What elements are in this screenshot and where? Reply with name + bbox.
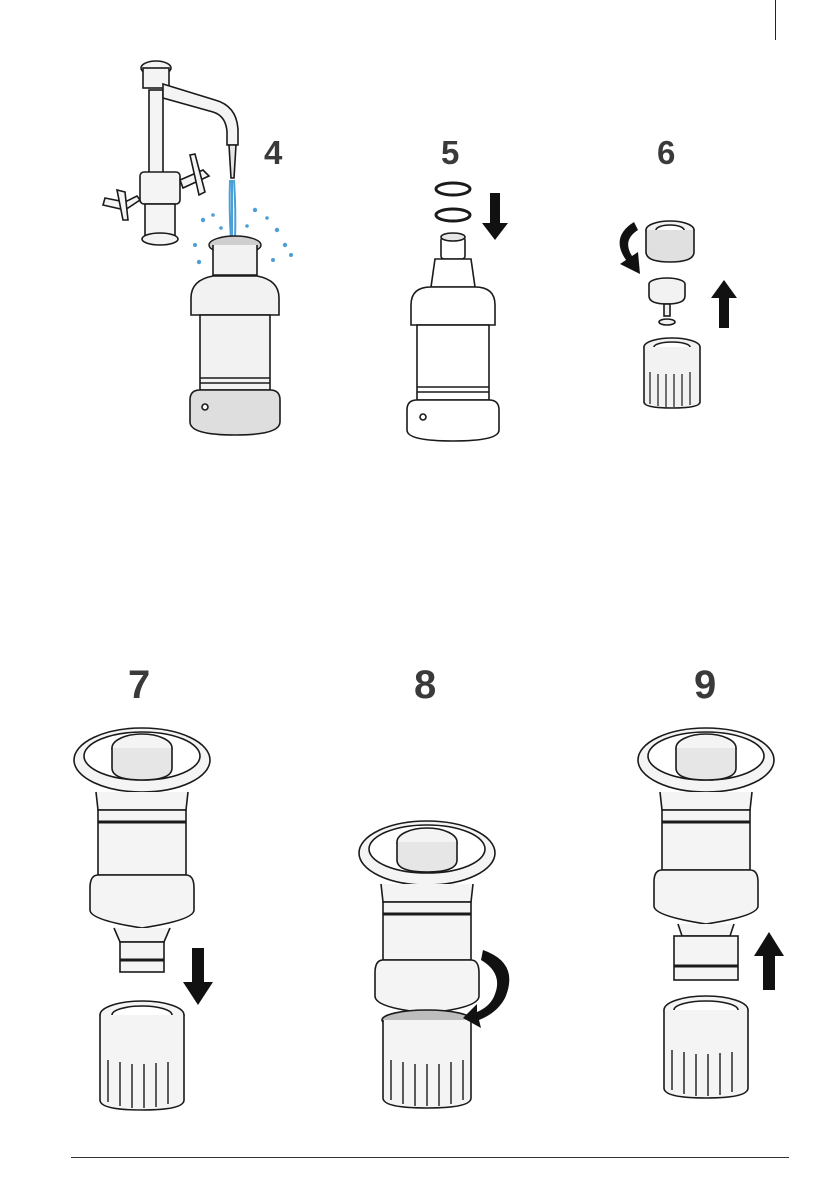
up-arrow-icon bbox=[754, 932, 784, 990]
step-number-5: 5 bbox=[441, 136, 459, 169]
down-arrow-icon bbox=[482, 193, 508, 240]
step-number-9: 9 bbox=[694, 665, 716, 705]
step-8-lock-illustration bbox=[355, 808, 520, 1118]
step-6-disassemble-illustration bbox=[612, 212, 742, 412]
step-4-rinse-illustration bbox=[95, 50, 295, 450]
step-7-assemble-illustration bbox=[70, 710, 230, 1120]
step-number-6: 6 bbox=[657, 136, 675, 169]
corner-crop-mark bbox=[775, 0, 776, 40]
step-number-7: 7 bbox=[128, 665, 150, 705]
footer-rule bbox=[71, 1157, 789, 1158]
down-arrow-icon bbox=[183, 948, 213, 1005]
step-number-8: 8 bbox=[414, 665, 436, 705]
step-9-remove-illustration bbox=[632, 710, 802, 1110]
rotate-arrow-icon bbox=[620, 222, 640, 274]
step-5-orings-illustration bbox=[395, 175, 535, 445]
up-arrow-icon bbox=[711, 280, 737, 328]
